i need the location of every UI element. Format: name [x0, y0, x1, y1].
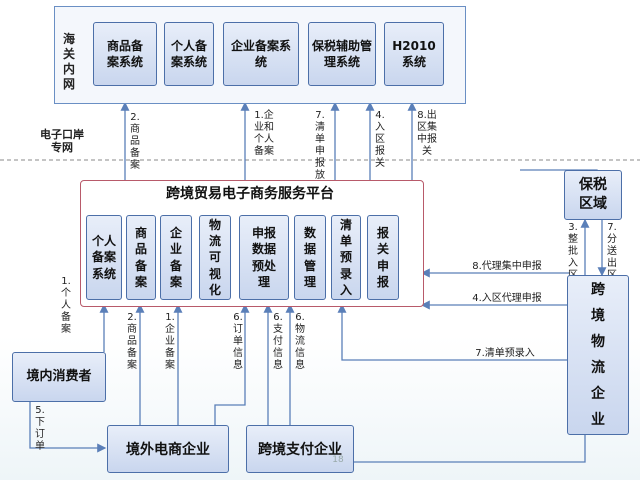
flow-goods-record: 2.商品备案	[127, 312, 137, 371]
page-number: 18	[332, 455, 344, 465]
flow-goods-record-top: 2.商品备案	[130, 112, 140, 171]
flow-enterprise-record-top: 1.企业和个人备案	[254, 110, 274, 157]
label: 商品备案系统	[106, 38, 143, 69]
customs-personal-record-system[interactable]: 个人备案系统	[164, 22, 214, 86]
label: 企业备案	[169, 226, 182, 289]
label: 境外电商企业	[126, 442, 210, 458]
label: 清单预录入	[339, 218, 352, 297]
label: 物流可视化	[208, 218, 221, 297]
flow-order-info: 6.订单信息	[233, 312, 243, 371]
label: 数据管理	[303, 226, 316, 289]
flow-personal-record: 1.个人备案	[61, 276, 71, 335]
flow-agent-entry-declare: 4.入区代理申报	[472, 293, 542, 304]
label: 跨境物流企业	[591, 282, 605, 428]
flow-place-order: 5.下订单	[35, 405, 45, 452]
flow-enterprise-record: 1.企业备案	[165, 312, 175, 371]
module-goods-record[interactable]: 商品备案	[126, 215, 156, 300]
flow-payment-info: 6.支付信息	[273, 312, 283, 371]
label: 个人备案系统	[92, 234, 117, 281]
payment-enterprise-box[interactable]: 跨境支付企业	[246, 425, 354, 473]
consumer-box[interactable]: 境内消费者	[12, 352, 106, 402]
flow-entry-declare-top: 4.入区报关	[375, 110, 385, 169]
label: 商品备案	[134, 226, 147, 289]
label: 境内消费者	[26, 369, 92, 384]
module-customs-declare[interactable]: 报关申报	[367, 215, 399, 300]
bonded-area-box[interactable]: 保税区域	[564, 170, 622, 220]
label: 保税辅助管理系统	[312, 38, 373, 69]
label: 保税区域	[579, 177, 607, 212]
flow-list-preentry: 7.清单预录入	[475, 348, 535, 359]
platform-title: 跨境贸易电子商务服务平台	[166, 186, 334, 202]
flow-agent-central-declare: 8.代理集中申报	[472, 261, 542, 272]
module-personal-record[interactable]: 个人备案系统	[86, 215, 122, 300]
logistics-enterprise-box[interactable]: 跨境物流企业	[567, 275, 629, 435]
customs-enterprise-record-system[interactable]: 企业备案系统	[223, 22, 299, 86]
label: 个人备案系统	[171, 38, 208, 69]
customs-h2010-system[interactable]: H2010系统	[384, 22, 444, 86]
label: 跨境支付企业	[258, 442, 342, 458]
eport-network-label: 电子口岸专网	[40, 128, 84, 155]
customs-goods-record-system[interactable]: 商品备案系统	[93, 22, 157, 86]
label: 申报数据预处理	[251, 226, 276, 289]
flow-exit-declare-top: 8.出区集中报关	[417, 110, 437, 157]
flow-logistics-info: 6.物流信息	[295, 312, 305, 371]
label: 企业备案系统	[231, 38, 292, 69]
module-enterprise-record[interactable]: 企业备案	[160, 215, 192, 300]
customs-intranet-label: 海关内网	[62, 32, 75, 91]
module-logistics-visual[interactable]: 物流可视化	[199, 215, 231, 300]
overseas-ecommerce-box[interactable]: 境外电商企业	[107, 425, 229, 473]
label: 报关申报	[376, 226, 389, 289]
customs-bonded-aux-system[interactable]: 保税辅助管理系统	[308, 22, 376, 86]
module-declare-preprocess[interactable]: 申报数据预处理	[239, 215, 289, 300]
label: H2010系统	[392, 38, 436, 69]
module-list-preentry[interactable]: 清单预录入	[331, 215, 361, 300]
module-data-management[interactable]: 数据管理	[294, 215, 326, 300]
